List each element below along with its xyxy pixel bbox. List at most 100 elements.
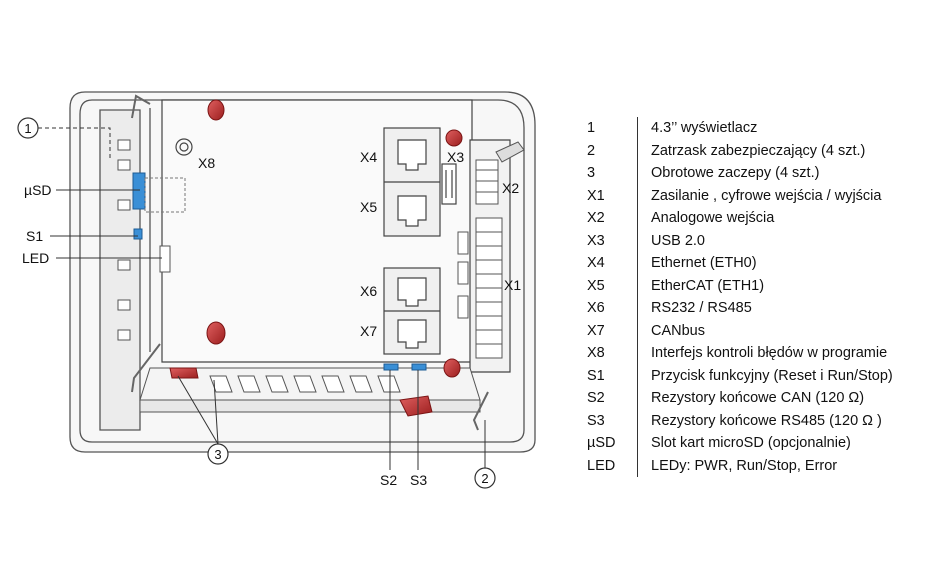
bottom-fins (139, 367, 481, 413)
legend-row: 1 4.3’’ wyświetlacz (585, 117, 937, 140)
leader-lines (50, 189, 486, 470)
circle-marker-1: 1 (17, 117, 39, 139)
legend-row: X6 RS232 / RS485 (585, 297, 937, 320)
led-block (159, 245, 171, 273)
security-latches (206, 99, 463, 378)
legend-row: X2 Analogowe wejścia (585, 207, 937, 230)
legend-row: 3 Obrotowe zaczepy (4 szt.) (585, 162, 937, 185)
legend-divider (637, 162, 638, 185)
legend-key: µSD (587, 435, 616, 451)
device-diagram: 1 3 2 X8 X4 X3 X2 X5 X1 X6 X7 µSD S1 LED… (17, 91, 536, 489)
legend-row: µSD Slot kart microSD (opcjonalnie) (585, 432, 937, 455)
legend-row: X1 Zasilanie , cyfrowe wejścia / wyjścia (585, 184, 937, 207)
legend-divider (637, 387, 638, 410)
legend-description: Rezystory końcowe CAN (120 Ω) (651, 390, 865, 406)
s1-button (133, 228, 143, 240)
legend-divider (637, 409, 638, 432)
label-x6: X6 (360, 283, 377, 299)
legend-description: USB 2.0 (651, 232, 705, 249)
circle-marker-2: 2 (474, 467, 496, 489)
legend-divider (637, 342, 638, 365)
legend-key: X8 (587, 345, 605, 361)
legend-description: Ethernet (ETH0) (651, 255, 757, 271)
legend-key: LED (587, 457, 616, 474)
legend-divider (637, 229, 638, 252)
legend-description: Interfejs kontroli błędów w programie (651, 345, 888, 361)
circle-marker-3: 3 (207, 443, 229, 465)
label-x4: X4 (360, 149, 377, 165)
legend-divider (637, 184, 638, 207)
legend-divider (637, 297, 638, 320)
legend-key: 2 (587, 142, 596, 159)
rj45-block-x6-x7 (383, 267, 441, 355)
microsd-slot (132, 172, 186, 213)
label-s1: S1 (26, 228, 43, 244)
legend-row: S3 Rezystory końcowe RS485 (120 Ω ) (585, 409, 937, 432)
legend-key: 3 (587, 165, 596, 181)
x2-terminal (475, 141, 525, 205)
legend-description: Rezystory końcowe RS485 (120 Ω ) (651, 412, 882, 429)
label-s2: S2 (380, 472, 397, 488)
display-callout (38, 127, 111, 160)
legend-table: 1 4.3’’ wyświetlacz 2 Zatrzask zabezpieczaj… (585, 117, 937, 477)
s3-switch (411, 363, 427, 371)
legend-description: Przycisk funkcyjny (Reset i Run/Stop) (651, 367, 893, 384)
x8-connector (175, 138, 193, 156)
legend-key: X3 (587, 232, 605, 249)
svg-text:3: 3 (214, 447, 221, 462)
legend-key: S2 (587, 390, 605, 406)
legend-description: RS232 / RS485 (651, 300, 752, 316)
legend-divider (637, 207, 638, 230)
legend-row: 2 Zatrzask zabezpieczający (4 szt.) (585, 139, 937, 162)
legend-divider (637, 117, 638, 140)
legend-key: X6 (587, 300, 605, 316)
legend-description: Analogowe wejścia (651, 210, 775, 226)
legend-row: X8 Interfejs kontroli błędów w programie (585, 342, 937, 365)
legend-row: X7 CANbus (585, 319, 937, 342)
svg-text:1: 1 (24, 121, 31, 136)
label-x5: X5 (360, 199, 377, 215)
legend-description: CANbus (651, 322, 705, 339)
legend-description: Slot kart microSD (opcjonalnie) (651, 435, 851, 451)
x1-terminal-strip (457, 217, 503, 359)
legend-key: S3 (587, 412, 605, 429)
legend-key: X4 (587, 255, 605, 271)
legend-row: X3 USB 2.0 (585, 229, 937, 252)
legend-divider (637, 432, 638, 455)
label-usd: µSD (24, 182, 52, 198)
left-edge-connectors (117, 139, 131, 341)
legend-description: Obrotowe zaczepy (4 szt.) (651, 165, 820, 181)
label-x3: X3 (447, 149, 464, 165)
label-x7: X7 (360, 323, 377, 339)
legend-description: 4.3’’ wyświetlacz (651, 120, 758, 136)
label-x8: X8 (198, 155, 215, 171)
legend-description: Zasilanie , cyfrowe wejścia / wyjścia (651, 187, 882, 204)
svg-text:2: 2 (481, 471, 488, 486)
label-s3: S3 (410, 472, 427, 488)
legend-divider (637, 252, 638, 275)
label-led: LED (22, 250, 49, 266)
legend-description: Zatrzask zabezpieczający (4 szt.) (651, 142, 866, 159)
legend-row: X4 Ethernet (ETH0) (585, 252, 937, 275)
rotating-hooks (169, 367, 433, 417)
legend-row: S2 Rezystory końcowe CAN (120 Ω) (585, 387, 937, 410)
legend-row: S1 Przycisk funkcyjny (Reset i Run/Stop) (585, 364, 937, 387)
latch-clips (131, 94, 489, 431)
legend-divider (637, 364, 638, 387)
legend-key: 1 (587, 120, 596, 136)
label-x1: X1 (504, 277, 521, 293)
legend-key: X1 (587, 187, 605, 204)
usb-x3-port (441, 163, 457, 205)
label-x2: X2 (502, 180, 519, 196)
legend-divider (637, 454, 638, 477)
rj45-block-x4-x5 (383, 127, 441, 237)
legend-divider (637, 274, 638, 297)
s2-switch (383, 363, 399, 371)
legend-key: S1 (587, 367, 605, 384)
legend-divider (637, 139, 638, 162)
legend-key: X2 (587, 210, 605, 226)
legend-key: X7 (587, 322, 605, 339)
legend-key: X5 (587, 277, 605, 294)
